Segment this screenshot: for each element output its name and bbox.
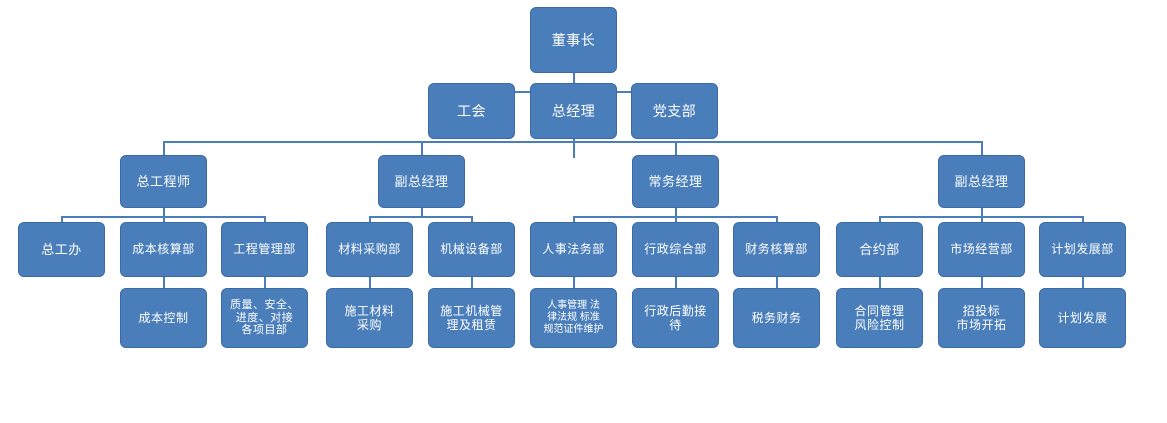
- node-hr-legal-standards[interactable]: 人事管理 法 律法规 标准 规范证件维护: [530, 288, 617, 348]
- node-material-procurement-dept[interactable]: 材料采购部: [326, 222, 413, 277]
- node-cost-accounting-dept[interactable]: 成本核算部: [120, 222, 207, 277]
- node-machinery-equipment-dept[interactable]: 机械设备部: [428, 222, 515, 277]
- connector-l5-stem-6: [675, 277, 677, 288]
- node-admin-general-dept[interactable]: 行政综合部: [632, 222, 719, 277]
- connector-groupD-drop-1: [879, 216, 881, 223]
- node-construction-machinery-lease[interactable]: 施工机械管 理及租赁: [428, 288, 515, 348]
- connector-l5-stem-9: [981, 277, 983, 288]
- connector-groupB-drop-1: [369, 216, 371, 223]
- connector-l5-stem-1: [163, 277, 165, 288]
- node-planning-development-dept[interactable]: 计划发展部: [1039, 222, 1126, 277]
- node-general-manager[interactable]: 总经理: [530, 83, 617, 139]
- connector-l5-stem-2: [264, 277, 266, 288]
- node-tax-finance[interactable]: 税务财务: [733, 288, 820, 348]
- connector-groupC-drop-1: [573, 216, 575, 223]
- node-construction-material-purchase[interactable]: 施工材料 采购: [326, 288, 413, 348]
- connector-l5-stem-4: [471, 277, 473, 288]
- connector-l5-stem-10: [1082, 277, 1084, 288]
- node-planning-development[interactable]: 计划发展: [1039, 288, 1126, 348]
- node-chief-engineer[interactable]: 总工程师: [120, 155, 207, 208]
- node-engineering-mgmt-dept[interactable]: 工程管理部: [221, 222, 308, 277]
- connector-l5-stem-7: [776, 277, 778, 288]
- connector-groupA-drop-2: [163, 216, 165, 223]
- node-admin-logistics-reception[interactable]: 行政后勤接 待: [632, 288, 719, 348]
- connector-groupD-drop-3: [1082, 216, 1084, 223]
- node-executive-manager[interactable]: 常务经理: [632, 155, 719, 208]
- connector-groupA-drop-3: [264, 216, 266, 223]
- connector-groupB-drop-2: [471, 216, 473, 223]
- connector-l5-stem-8: [879, 277, 881, 288]
- connector-groupC-drop-3: [776, 216, 778, 223]
- node-cost-control[interactable]: 成本控制: [120, 288, 207, 348]
- connector-groupA-drop-1: [61, 216, 63, 223]
- connector-groupD-drop-2: [981, 216, 983, 223]
- node-market-operations-dept[interactable]: 市场经营部: [938, 222, 1025, 277]
- connector-groupD-stem: [981, 208, 983, 218]
- connector-level3-drop-2: [421, 141, 423, 156]
- node-hr-legal-dept[interactable]: 人事法务部: [530, 222, 617, 277]
- connector-level3-drop-3: [675, 141, 677, 156]
- node-contract-mgmt-risk-control[interactable]: 合同管理 风险控制: [836, 288, 923, 348]
- connector-l5-stem-3: [369, 277, 371, 288]
- connector-level3-drop-4: [981, 141, 983, 156]
- node-deputy-gm-2[interactable]: 副总经理: [938, 155, 1025, 208]
- connector-groupC-stem: [675, 208, 677, 218]
- connector-groupA-stem: [163, 208, 165, 218]
- node-deputy-gm-1[interactable]: 副总经理: [378, 155, 465, 208]
- connector-groupB-stem: [421, 208, 423, 218]
- node-chairman[interactable]: 董事长: [530, 7, 617, 73]
- connector-groupC-drop-2: [675, 216, 677, 223]
- connector-l5-stem-5: [573, 277, 575, 288]
- connector-level3-drop-1: [163, 141, 165, 156]
- node-union[interactable]: 工会: [428, 83, 515, 139]
- node-quality-safety-progress[interactable]: 质量、安全、 进度、对接 各项目部: [221, 288, 308, 348]
- connector-level3-bus: [163, 141, 983, 143]
- node-contract-dept[interactable]: 合约部: [836, 222, 923, 277]
- node-party-branch[interactable]: 党支部: [631, 83, 718, 139]
- connector-groupB-bus: [369, 216, 473, 218]
- connector-gm-stem: [573, 139, 575, 158]
- node-chief-engineer-office[interactable]: 总工办: [18, 222, 105, 277]
- node-bidding-market-expansion[interactable]: 招投标 市场开拓: [938, 288, 1025, 348]
- node-finance-accounting-dept[interactable]: 财务核算部: [733, 222, 820, 277]
